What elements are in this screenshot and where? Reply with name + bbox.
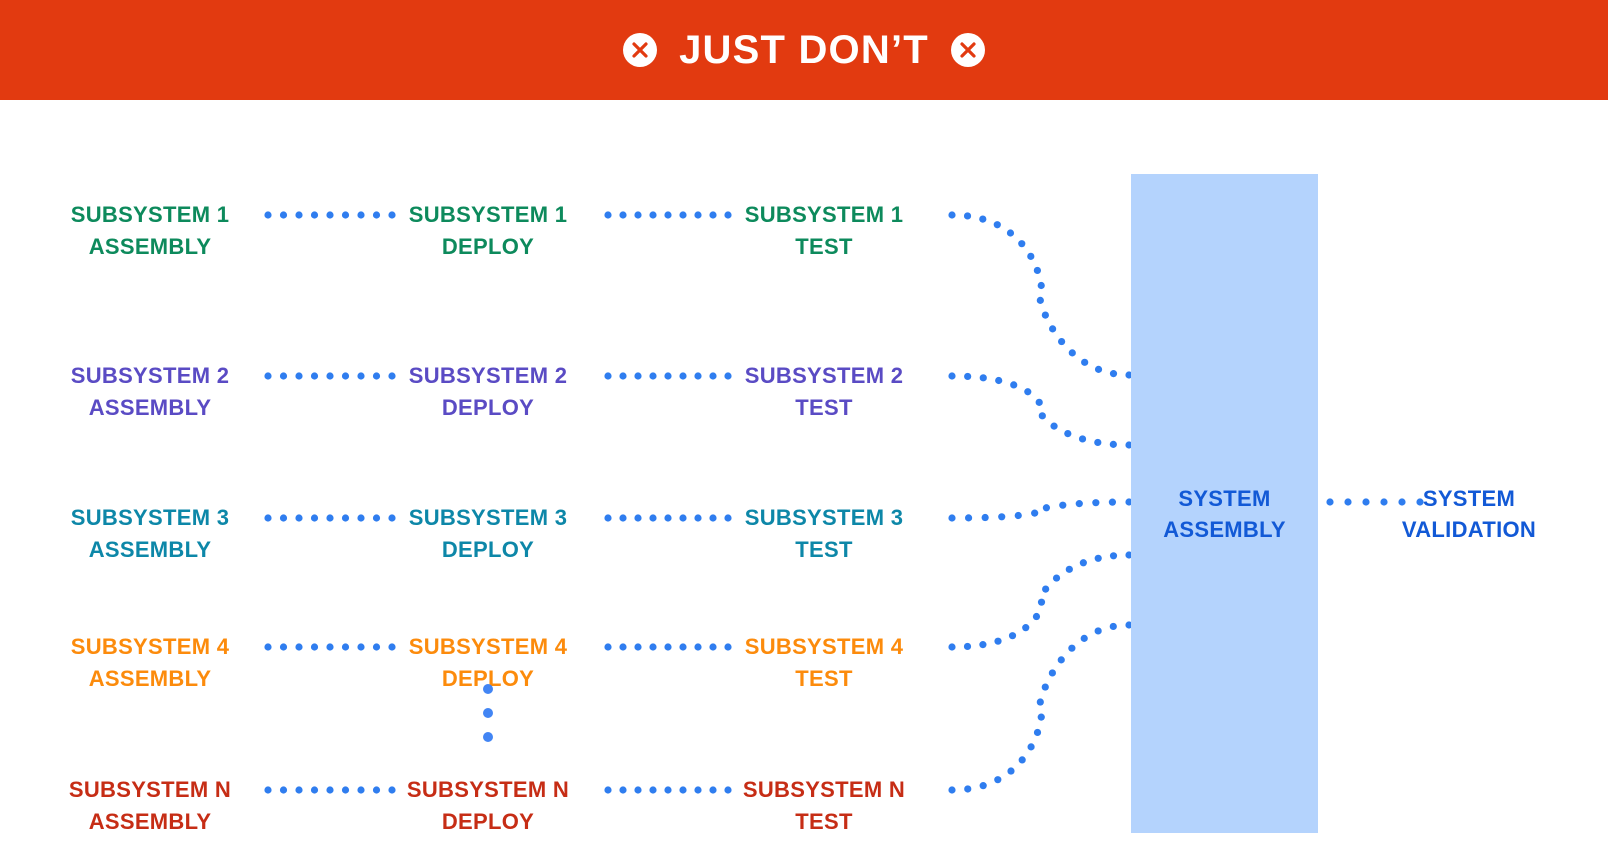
stage-subsystem-1-test: SUBSYSTEM 1 TEST	[744, 202, 904, 259]
ellipsis-dot	[483, 684, 493, 694]
banner: JUST DON’T	[0, 0, 1608, 100]
connector-subsystem-3-to-system-assembly	[948, 498, 1133, 522]
system-validation-label: SYSTEM VALIDATION	[1401, 486, 1537, 542]
stage-subsystem-2-deploy: SUBSYSTEM 2 DEPLOY	[408, 363, 568, 420]
stage-subsystem-2-test: SUBSYSTEM 2 TEST	[744, 363, 904, 420]
stage-subsystem-1-deploy: SUBSYSTEM 1 DEPLOY	[408, 202, 568, 259]
stage-subsystem-3-test: SUBSYSTEM 3 TEST	[744, 505, 904, 562]
stage-subsystem-n-deploy: SUBSYSTEM N DEPLOY	[406, 777, 570, 834]
connector-subsystem-1-to-system-assembly	[948, 211, 1133, 379]
stage-subsystem-1-assembly: SUBSYSTEM 1 ASSEMBLY	[70, 202, 230, 259]
circle-x-icon-right	[950, 33, 985, 67]
ellipsis-dot	[483, 732, 493, 742]
stage-subsystem-4-assembly: SUBSYSTEM 4 ASSEMBLY	[70, 634, 230, 691]
connector-subsystem-n-to-system-assembly	[948, 621, 1133, 794]
circle-x-icon-left	[623, 33, 658, 67]
stage-subsystem-3-assembly: SUBSYSTEM 3 ASSEMBLY	[70, 505, 230, 562]
connector-subsystem-2-to-system-assembly	[948, 372, 1133, 449]
pipeline-diagram: SYSTEM ASSEMBLY SYSTEM VALIDATION SUBSYS…	[0, 100, 1608, 846]
system-assembly-box	[1131, 174, 1318, 833]
stage-subsystem-2-assembly: SUBSYSTEM 2 ASSEMBLY	[70, 363, 230, 420]
vertical-ellipsis	[483, 684, 493, 742]
stage-subsystem-n-test: SUBSYSTEM N TEST	[742, 777, 906, 834]
stage-subsystem-3-deploy: SUBSYSTEM 3 DEPLOY	[408, 505, 568, 562]
banner-title: JUST DON’T	[679, 28, 929, 72]
system-assembly-label: SYSTEM ASSEMBLY	[1163, 486, 1286, 542]
stage-subsystem-n-assembly: SUBSYSTEM N ASSEMBLY	[68, 777, 232, 834]
connector-subsystem-4-to-system-assembly	[948, 551, 1133, 651]
stage-subsystem-4-test: SUBSYSTEM 4 TEST	[744, 634, 904, 691]
ellipsis-dot	[483, 708, 493, 718]
